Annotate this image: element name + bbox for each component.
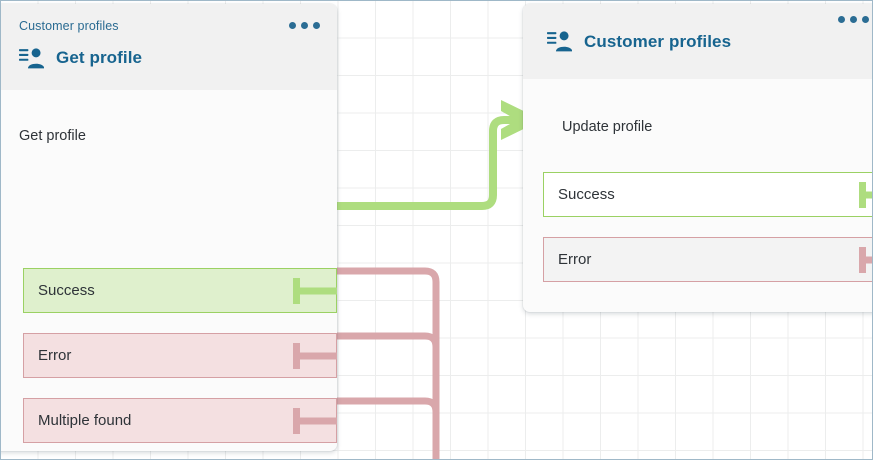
node-step-label: Get profile bbox=[19, 128, 86, 144]
node-body-get-profile: Get profile Success Error Multiple found bbox=[1, 90, 337, 451]
port-error[interactable]: Error bbox=[543, 237, 872, 282]
contact-card-icon bbox=[19, 47, 44, 68]
connector-none-found-bus bbox=[333, 397, 440, 459]
port-label: Success bbox=[38, 282, 95, 299]
port-label: Success bbox=[558, 186, 615, 203]
port-multiple-found[interactable]: Multiple found bbox=[23, 398, 337, 443]
port-error[interactable]: Error bbox=[23, 333, 337, 378]
node-title: Get profile bbox=[56, 48, 143, 67]
node-header-update-profile[interactable]: Customer profiles bbox=[523, 4, 872, 79]
contact-card-icon bbox=[547, 31, 572, 52]
connector-error-bus bbox=[333, 267, 440, 459]
node-title: Customer profiles bbox=[584, 31, 732, 51]
node-step-label: Update profile bbox=[562, 119, 653, 135]
port-label: Error bbox=[38, 347, 72, 364]
node-card-update-profile[interactable]: Customer profiles Update profile Success… bbox=[523, 4, 872, 312]
kebab-menu-icon[interactable] bbox=[838, 16, 869, 23]
node-body-update-profile: Update profile Success Error bbox=[523, 79, 872, 312]
port-success[interactable]: Success bbox=[543, 172, 872, 217]
port-label: Multiple found bbox=[38, 412, 132, 429]
node-subtitle: Customer profiles bbox=[19, 19, 119, 33]
port-label: Error bbox=[558, 251, 592, 268]
connector-success-to-update-profile bbox=[333, 116, 524, 210]
port-success[interactable]: Success bbox=[23, 268, 337, 313]
kebab-menu-icon[interactable] bbox=[289, 22, 320, 29]
node-card-get-profile[interactable]: Customer profiles Get profile Get profil… bbox=[1, 4, 337, 451]
connector-multiple-found-bus bbox=[333, 332, 440, 459]
node-header-get-profile[interactable]: Customer profiles Get profile bbox=[1, 4, 337, 90]
